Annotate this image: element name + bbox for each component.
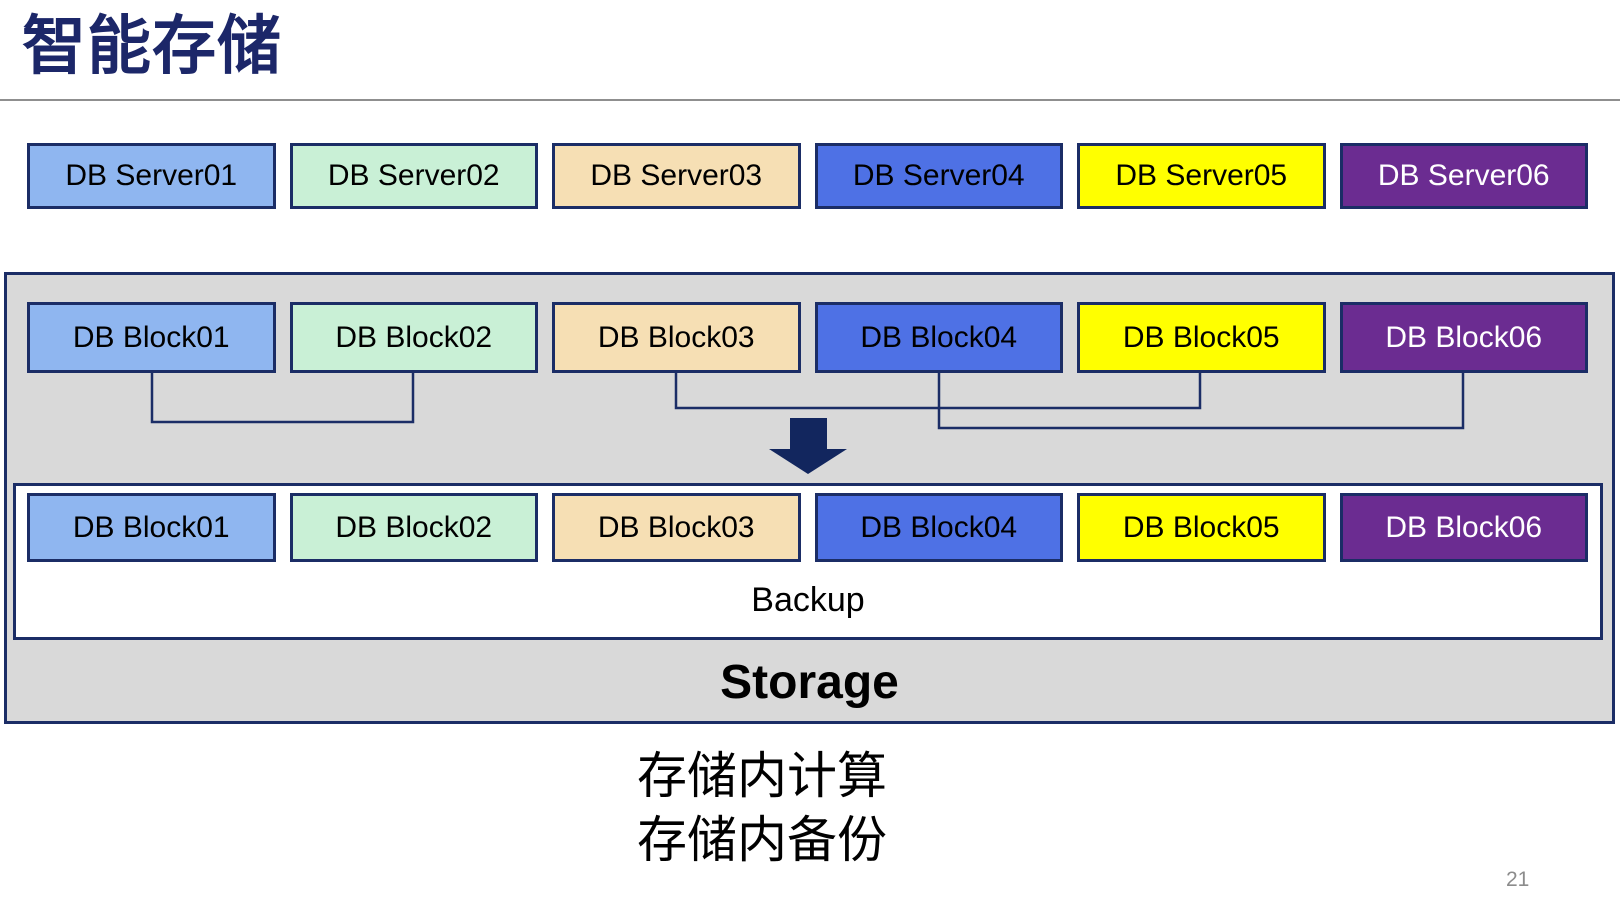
block-bottom-01: DB Block01 bbox=[27, 493, 276, 562]
block-bottom-02: DB Block02 bbox=[289, 493, 538, 562]
page-title: 智能存储 bbox=[22, 10, 282, 82]
storage-container: DB Block01 DB Block02 DB Block03 DB Bloc… bbox=[4, 272, 1615, 724]
block-bottom-06: DB Block06 bbox=[1339, 493, 1588, 562]
page-number: 21 bbox=[1506, 868, 1530, 891]
server-box-06: DB Server06 bbox=[1339, 143, 1588, 209]
down-arrow bbox=[769, 418, 847, 474]
backup-box: DB Block01 DB Block02 DB Block03 DB Bloc… bbox=[13, 483, 1603, 640]
connector-block01-block02 bbox=[150, 373, 415, 424]
block-top-04: DB Block04 bbox=[814, 302, 1063, 373]
block-bottom-04: DB Block04 bbox=[814, 493, 1063, 562]
caption-line-1: 存储内计算 bbox=[637, 748, 887, 804]
block-bottom-05: DB Block05 bbox=[1077, 493, 1326, 562]
caption-line-2: 存储内备份 bbox=[637, 812, 887, 868]
server-box-04: DB Server04 bbox=[814, 143, 1063, 209]
connector-block04-block06 bbox=[937, 373, 1465, 430]
block-top-05: DB Block05 bbox=[1077, 302, 1326, 373]
server-box-02: DB Server02 bbox=[289, 143, 538, 209]
block-row-bottom: DB Block01 DB Block02 DB Block03 DB Bloc… bbox=[27, 493, 1588, 562]
block-top-03: DB Block03 bbox=[552, 302, 801, 373]
server-box-05: DB Server05 bbox=[1077, 143, 1326, 209]
server-row: DB Server01 DB Server02 DB Server03 DB S… bbox=[27, 143, 1588, 209]
title-divider bbox=[0, 99, 1620, 101]
connector-lines bbox=[150, 373, 1465, 474]
server-box-03: DB Server03 bbox=[552, 143, 801, 209]
storage-label: Storage bbox=[720, 655, 899, 709]
block-top-02: DB Block02 bbox=[289, 302, 538, 373]
server-box-01: DB Server01 bbox=[27, 143, 276, 209]
backup-label: Backup bbox=[751, 580, 865, 619]
block-top-01: DB Block01 bbox=[27, 302, 276, 373]
caption: 存储内计算 存储内备份 bbox=[637, 744, 887, 872]
block-top-06: DB Block06 bbox=[1339, 302, 1588, 373]
block-bottom-03: DB Block03 bbox=[552, 493, 801, 562]
block-row-top: DB Block01 DB Block02 DB Block03 DB Bloc… bbox=[27, 302, 1588, 373]
